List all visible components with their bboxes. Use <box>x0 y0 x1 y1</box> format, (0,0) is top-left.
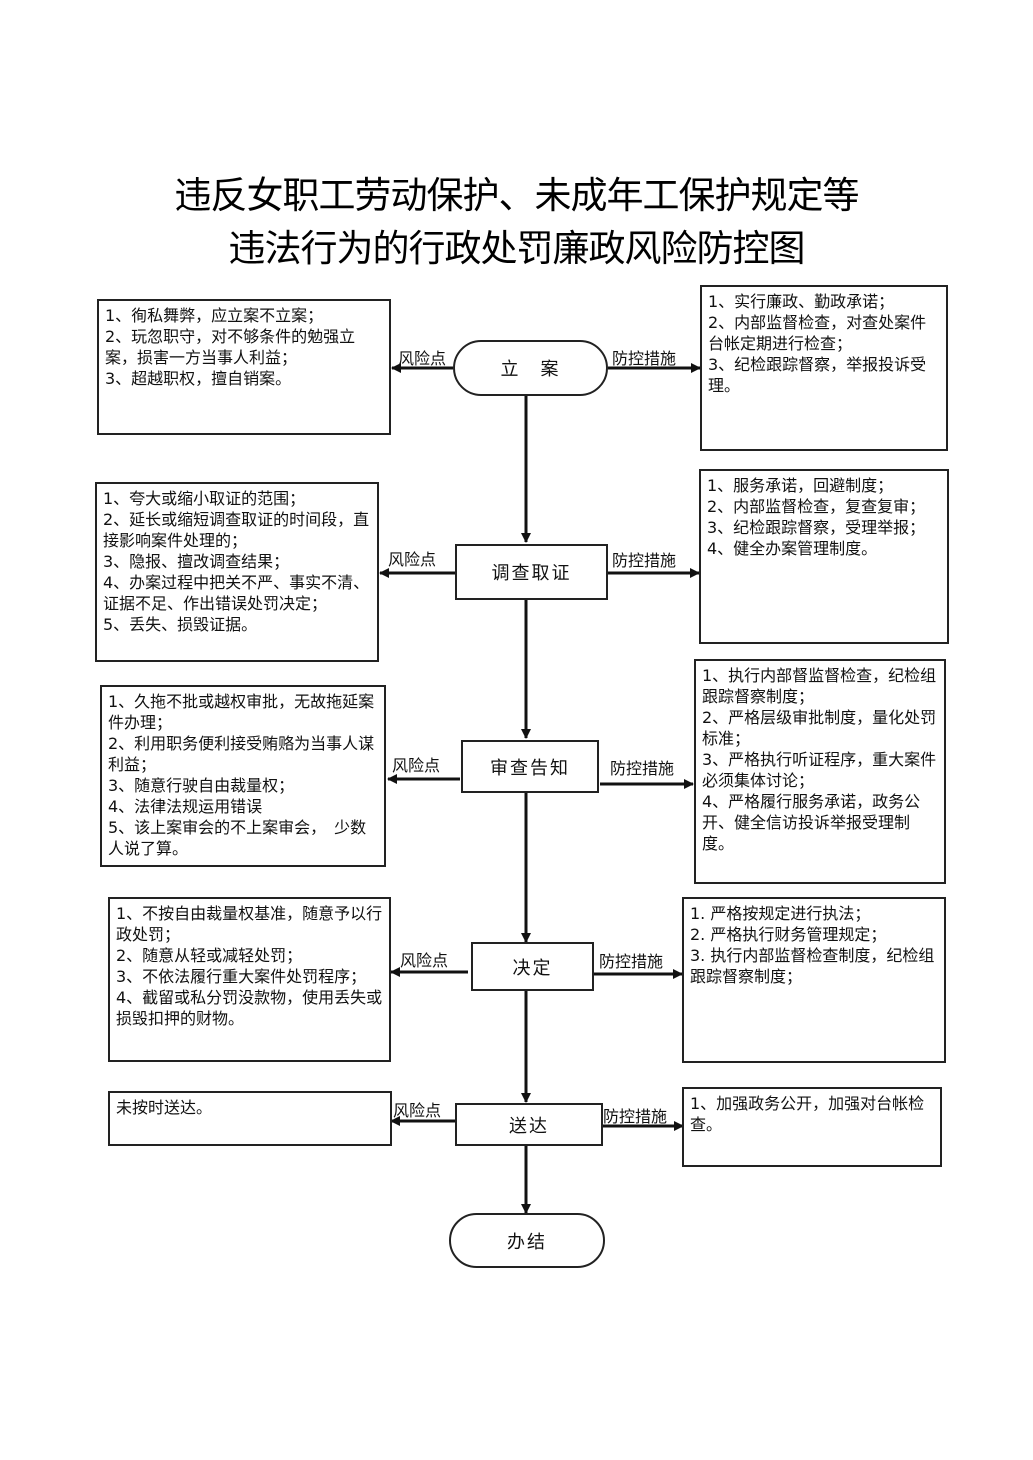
control-item: 2、内部监督检查，对查处案件台帐定期进行检查； <box>708 313 927 353</box>
control-item: 4、健全办案管理制度。 <box>707 539 878 558</box>
control-item: 1、服务承诺，回避制度； <box>707 476 894 495</box>
control-box-1: 1、实行廉政、勤政承诺； 2、内部监督检查，对查处案件台帐定期进行检查； 3、纪… <box>700 285 948 451</box>
risk-label-4: 风险点 <box>400 951 449 970</box>
control-item: 3、纪检跟踪督察，举报投诉受理。 <box>708 355 927 395</box>
risk-item: 3、不依法履行重大案件处罚程序； <box>116 967 367 986</box>
risk-item: 4、办案过程中把关不严、事实不清、证据不足、作出错误处罚决定； <box>103 573 370 613</box>
control-label-2: 防控措施 <box>612 551 677 570</box>
control-item: 3. 执行内部监督检查制度，纪检组跟踪督察制度； <box>690 946 935 986</box>
control-item: 2、严格层级审批制度，量化处罚标准； <box>702 708 937 748</box>
step-node-2: 调查取证 <box>455 544 608 600</box>
risk-box-1: 1、徇私舞弊，应立案不立案； 2、玩忽职守，对不够条件的勉强立案，损害一方当事人… <box>97 299 391 435</box>
control-item: 1、执行内部督监督检查，纪检组跟踪督察制度； <box>702 666 937 706</box>
risk-box-2: 1、夸大或缩小取证的范围； 2、延长或缩短调查取证的时间段，直接影响案件处理的；… <box>95 482 379 662</box>
risk-item: 2、利用职务便利接受贿赂为当事人谋利益； <box>108 734 375 774</box>
risk-item: 1、不按自由裁量权基准，随意予以行政处罚； <box>116 904 383 944</box>
control-item: 1、加强政务公开，加强对台帐检查。 <box>690 1094 925 1134</box>
control-item: 1. 严格按规定进行执法； <box>690 904 871 923</box>
control-item: 4、严格履行服务承诺，政务公开、健全信访投诉举报受理制度。 <box>702 792 921 853</box>
risk-item: 3、随意行驶自由裁量权； <box>108 776 295 795</box>
risk-item: 3、隐报、擅改调查结果； <box>103 552 290 571</box>
risk-item: 1、久拖不批或越权审批，无故拖延案件办理； <box>108 692 375 732</box>
risk-label-3: 风险点 <box>392 756 441 775</box>
control-box-3: 1、执行内部督监督检查，纪检组跟踪督察制度； 2、严格层级审批制度，量化处罚标准… <box>694 659 946 884</box>
control-item: 2、内部监督检查，复查复审； <box>707 497 926 516</box>
risk-box-4: 1、不按自由裁量权基准，随意予以行政处罚； 2、随意从轻或减轻处罚； 3、不依法… <box>108 897 391 1062</box>
title-line-1: 违反女职工劳动保护、未成年工保护规定等 <box>174 174 860 217</box>
risk-item: 未按时送达。 <box>116 1098 213 1117</box>
step-node-4: 决定 <box>471 942 594 991</box>
risk-item: 3、超越职权，擅自销案。 <box>105 369 292 388</box>
risk-label-1: 风险点 <box>398 349 447 368</box>
risk-item: 2、随意从轻或减轻处罚； <box>116 946 303 965</box>
control-box-5: 1、加强政务公开，加强对台帐检查。 <box>682 1087 942 1167</box>
risk-item: 1、徇私舞弊，应立案不立案； <box>105 306 324 325</box>
end-node: 办结 <box>449 1213 605 1268</box>
control-label-3: 防控措施 <box>610 759 675 778</box>
risk-box-5: 未按时送达。 <box>108 1091 392 1146</box>
risk-box-3: 1、久拖不批或越权审批，无故拖延案件办理； 2、利用职务便利接受贿赂为当事人谋利… <box>100 685 386 867</box>
control-label-4: 防控措施 <box>599 952 664 971</box>
risk-item: 4、法律法规运用错误 <box>108 797 263 816</box>
risk-item: 4、截留或私分罚没款物，使用丢失或损毁扣押的财物。 <box>116 988 383 1028</box>
control-item: 3、纪检跟踪督察，受理举报； <box>707 518 926 537</box>
control-box-4: 1. 严格按规定进行执法； 2. 严格执行财务管理规定； 3. 执行内部监督检查… <box>682 897 946 1063</box>
control-label-1: 防控措施 <box>612 349 677 368</box>
step-node-1: 立 案 <box>453 340 608 396</box>
risk-item: 2、玩忽职守，对不够条件的勉强立案，损害一方当事人利益； <box>105 327 356 367</box>
control-box-2: 1、服务承诺，回避制度； 2、内部监督检查，复查复审； 3、纪检跟踪督察，受理举… <box>699 469 949 644</box>
risk-item: 5、该上案审会的不上案审会， 少数人说了算。 <box>108 818 367 858</box>
risk-label-5: 风险点 <box>393 1101 442 1120</box>
step-node-3: 审查告知 <box>461 740 599 793</box>
control-item: 2. 严格执行财务管理规定； <box>690 925 887 944</box>
risk-item: 2、延长或缩短调查取证的时间段，直接影响案件处理的； <box>103 510 370 550</box>
title-line-2: 违法行为的行政处罚廉政风险防控图 <box>228 227 806 270</box>
control-item: 3、严格执行听证程序，重大案件必须集体讨论； <box>702 750 937 790</box>
control-label-5: 防控措施 <box>603 1107 668 1126</box>
risk-item: 5、丢失、损毁证据。 <box>103 615 258 634</box>
risk-label-2: 风险点 <box>388 550 437 569</box>
step-node-5: 送达 <box>455 1103 603 1146</box>
risk-item: 1、夸大或缩小取证的范围； <box>103 489 306 508</box>
control-item: 1、实行廉政、勤政承诺； <box>708 292 895 311</box>
